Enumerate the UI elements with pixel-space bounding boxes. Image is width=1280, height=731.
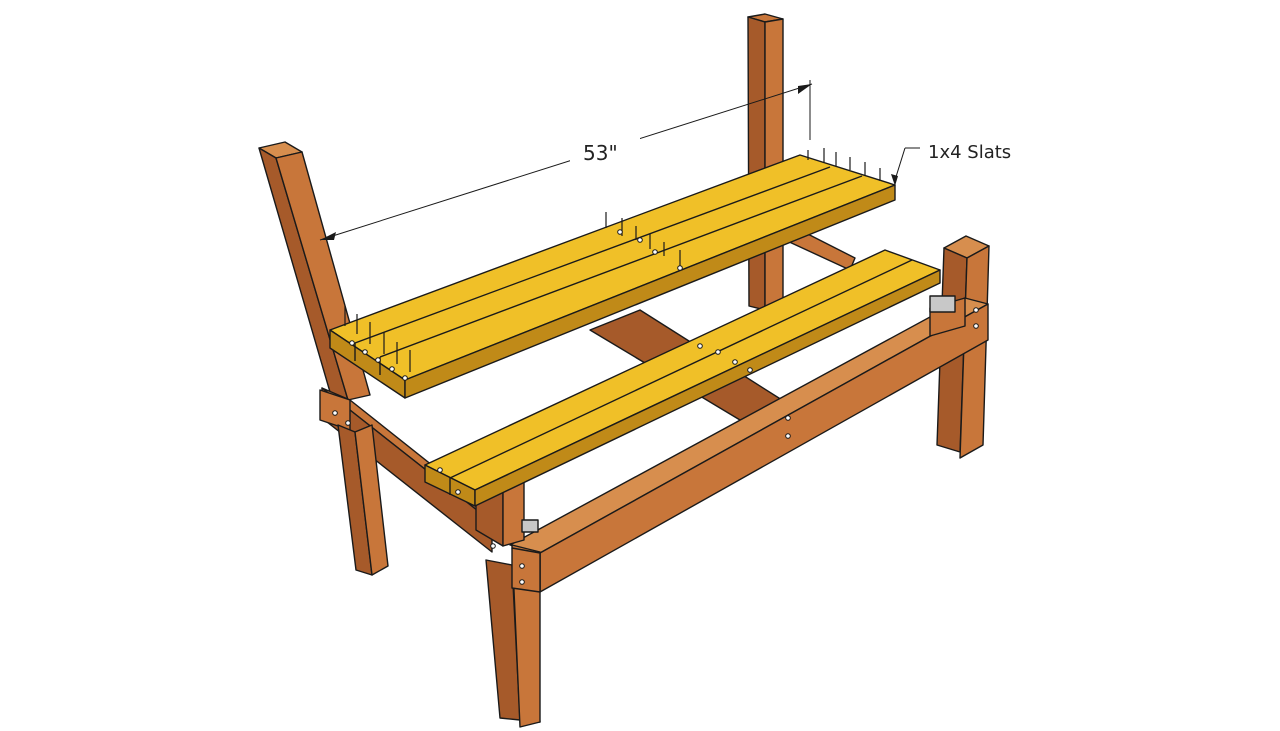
screw-holes <box>332 229 979 585</box>
dimension-line <box>319 80 813 241</box>
slats-leader <box>891 147 920 186</box>
metal-bracket <box>929 295 956 313</box>
dimension-label: 53" <box>583 141 618 165</box>
left-front-leg <box>319 389 389 576</box>
seat-slats <box>424 249 941 507</box>
slats-label: 1x4 Slats <box>928 142 1011 163</box>
screws <box>344 148 881 372</box>
back-slats <box>329 154 896 399</box>
metal-bracket <box>521 519 539 533</box>
